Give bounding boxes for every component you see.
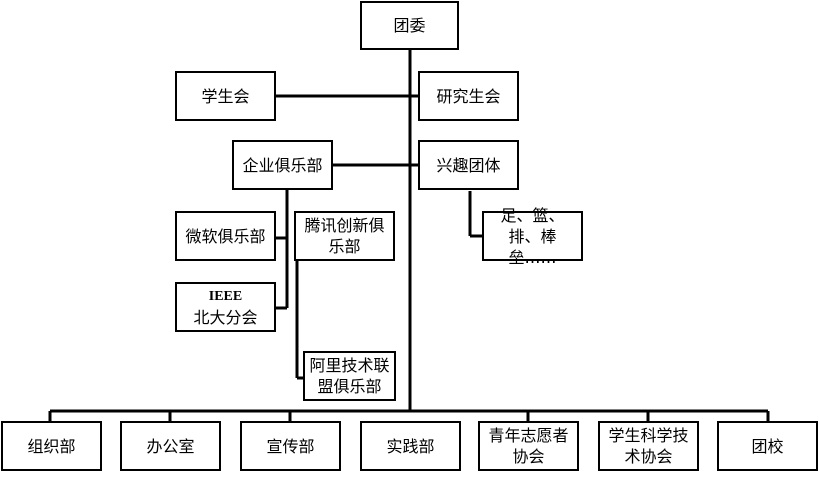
node-dept-office: 办公室 (120, 421, 221, 471)
node-alibaba-club: 阿里技术联盟俱乐部 (303, 351, 396, 401)
node-sports-label: 足、篮、排、棒垒…… (500, 205, 565, 267)
node-tencent-club-label: 腾讯创新俱乐部 (304, 216, 385, 256)
node-root-label: 团委 (393, 16, 426, 35)
node-root: 团委 (360, 1, 459, 50)
node-interest-groups: 兴趣团体 (418, 140, 519, 190)
node-tencent-club: 腾讯创新俱乐部 (294, 211, 395, 261)
node-student-union: 学生会 (175, 71, 276, 121)
node-interest-groups-label: 兴趣团体 (436, 155, 501, 175)
node-graduate-union: 研究生会 (418, 71, 519, 121)
node-enterprise-clubs-label: 企业俱乐部 (242, 155, 323, 175)
node-dept-label: 实践部 (386, 436, 435, 456)
node-sports: 足、篮、排、棒垒…… (482, 206, 583, 267)
node-student-union-label: 学生会 (201, 86, 250, 106)
node-dept-label: 办公室 (146, 436, 195, 456)
node-dept-organization: 组织部 (1, 421, 102, 471)
node-dept-label: 学生科学技术协会 (608, 426, 689, 466)
node-ieee-line1: IEEE (208, 289, 243, 304)
node-dept-label: 宣传部 (266, 436, 315, 456)
node-dept-volunteers: 青年志愿者协会 (478, 421, 579, 471)
node-microsoft-club-label: 微软俱乐部 (185, 226, 266, 246)
node-dept-label: 组织部 (27, 436, 76, 456)
node-alibaba-club-label: 阿里技术联盟俱乐部 (309, 356, 390, 396)
node-dept-practice: 实践部 (360, 421, 461, 471)
node-dept-science-tech: 学生科学技术协会 (598, 421, 699, 471)
node-dept-label: 团校 (751, 436, 784, 456)
node-graduate-union-label: 研究生会 (436, 86, 501, 106)
node-dept-publicity: 宣传部 (240, 421, 341, 471)
node-microsoft-club: 微软俱乐部 (175, 211, 276, 261)
node-dept-label: 青年志愿者协会 (488, 426, 569, 466)
node-ieee-line2: 北大分会 (193, 308, 258, 327)
node-ieee: IEEE 北大分会 (175, 282, 276, 332)
node-enterprise-clubs: 企业俱乐部 (232, 140, 333, 190)
node-dept-youth-school: 团校 (717, 421, 818, 471)
